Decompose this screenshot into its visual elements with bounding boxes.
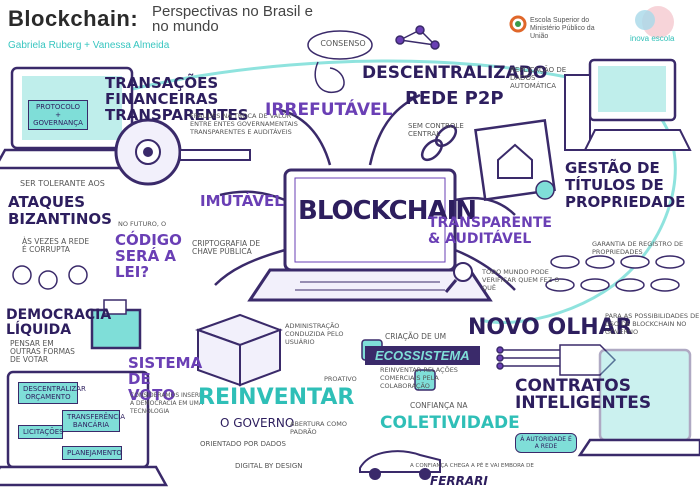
box-licitacoes: LICITAÇÕES — [18, 425, 64, 439]
topic-o-governo: O GOVERNO — [220, 416, 295, 430]
topic-ataques-note: ÀS VEZES A REDE É CORRUPTA — [22, 237, 90, 254]
center-blockchain: BLOCKCHAIN — [298, 196, 477, 226]
network-icon — [395, 25, 440, 50]
consenso-bubble-icon — [307, 30, 373, 94]
page-subtitle: Perspectivas no Brasil e no mundo — [152, 3, 313, 35]
esmpu-logo-icon — [509, 15, 527, 33]
protocolo-box: PROTOCOLO + GOVERNANÇA — [28, 100, 88, 130]
box-transferencia: TRANSFERÊNCIA BANCÁRIA — [62, 410, 125, 432]
topic-ataques: ATAQUES BIZANTINOS — [8, 193, 112, 228]
topic-transacoes-note: FRAUDES NA TROCA DE VALOR ENTRE ENTES GO… — [190, 112, 298, 136]
topic-reinventar-rel: REINVENTAR RELAÇÕES COMERCIAIS PELA COLA… — [380, 366, 458, 390]
house-document-icon — [474, 119, 556, 201]
topic-ferrari: FERRARI — [430, 474, 488, 488]
cube-icon — [195, 313, 283, 387]
box-planejamento: PLANEJAMENTO — [62, 446, 122, 460]
topic-reinventar: REINVENTAR — [198, 385, 355, 410]
topic-transacoes: TRANSAÇÕES FINANCEIRAS TRANSPARENTES — [105, 74, 249, 124]
topic-no-futuro: NO FUTURO, O — [118, 220, 167, 228]
topic-coletividade: COLETIVIDADE — [380, 413, 520, 433]
topic-gestao: GESTÃO DE TÍTULOS DE PROPRIEDADE — [565, 159, 686, 211]
topic-ecossistema: ECOSSISTEMA — [365, 346, 480, 365]
inova-logo-icon — [635, 6, 674, 38]
topic-descentralizado: DESCENTRALIZADO — [362, 63, 548, 83]
chain-icon — [420, 124, 458, 162]
topic-administracao: ADMINISTRAÇÃO CONDUZIDA PELO USUÁRIO — [285, 322, 344, 346]
topic-proativo: PROATIVO — [324, 375, 357, 383]
topic-todo-mundo: TODO MUNDO PODE VERIFICAR QUEM FEZ O QUÊ — [482, 268, 560, 292]
topic-rede-p2p: REDE P2P — [405, 88, 504, 109]
topic-ferrari-note: A CONFIANÇA CHEGA A PÉ E VAI EMBORA DE — [410, 463, 534, 469]
small-magnifier-icon — [444, 262, 473, 293]
topic-orientado: ORIENTADO POR DADOS — [200, 440, 286, 448]
topic-democracia-note: PENSAR EM OUTRAS FORMAS DE VOTAR — [10, 339, 75, 364]
topic-confianca: CONFIANÇA NA — [410, 401, 468, 410]
laptop-lower-right-icon — [577, 348, 700, 457]
autoridade-box: À AUTORIDADE É A REDE — [515, 433, 577, 453]
magnifier-icon — [114, 118, 251, 186]
car-icon — [359, 450, 441, 480]
topic-codigo: CÓDIGO SERÁ A LEI? — [115, 231, 182, 281]
esmpu-logo-text: Escola Superior do Ministério Público da… — [530, 17, 595, 40]
topic-novo-olhar-note: PARA AS POSSIBILIDADES DE USO DE BLOCKCH… — [605, 312, 700, 336]
ballot-box-icon — [90, 299, 142, 350]
topic-voto-note: CONSIDERAMOS INSERIR A DEMOCRACIA EM UMA… — [130, 392, 205, 415]
topic-tolerante: SER TOLERANTE AOS — [20, 179, 105, 188]
circuit-hands-icon — [496, 344, 617, 376]
topic-criacao: CRIAÇÃO DE UM — [385, 332, 447, 341]
topic-gestao-note: GARANTIA DE REGISTRO DE PROPRIEDADES — [592, 240, 684, 256]
authors: Gabriela Ruberg + Vanessa Almeida — [8, 40, 170, 51]
eyes-icon — [545, 255, 685, 292]
topic-irrefutavel: IRREFUTÁVEL — [265, 100, 393, 120]
topic-novo-olhar: NOVO OLHAR — [468, 315, 633, 340]
topic-digital: DIGITAL BY DESIGN — [235, 462, 303, 470]
people-icon — [12, 265, 88, 290]
topic-contratos: CONTRATOS INTELIGENTES — [515, 376, 652, 413]
topic-democracia: DEMOCRACIA LÍQUIDA — [6, 307, 112, 338]
topic-transparente: TRANSPARENTE & AUDITÁVEL — [428, 215, 552, 247]
inova-logo-text: inova escola — [630, 34, 675, 43]
box-descentralizar: DESCENTRALIZAR ORÇAMENTO — [18, 382, 86, 404]
topic-imutavel: IMUTÁVEL — [200, 192, 284, 210]
topic-sistema-voto: SISTEMA DE VOTO — [128, 354, 203, 404]
desktop-computer-icon — [564, 58, 692, 151]
topic-consenso: CONSENSO — [320, 39, 366, 48]
page-title: Blockchain: — [8, 6, 139, 31]
topic-replicacao: REPLICAÇÃO DE DADOS AUTOMÁTICA — [510, 66, 567, 90]
center-laptop-icon — [247, 168, 493, 302]
topic-sem-controle: SEM CONTROLE CENTRAL — [408, 122, 464, 138]
topic-criptografia: CRIPTOGRAFIA DE CHAVE PÚBLICA — [192, 239, 261, 256]
topic-abertura: ABERTURA COMO PADRÃO — [290, 420, 347, 436]
